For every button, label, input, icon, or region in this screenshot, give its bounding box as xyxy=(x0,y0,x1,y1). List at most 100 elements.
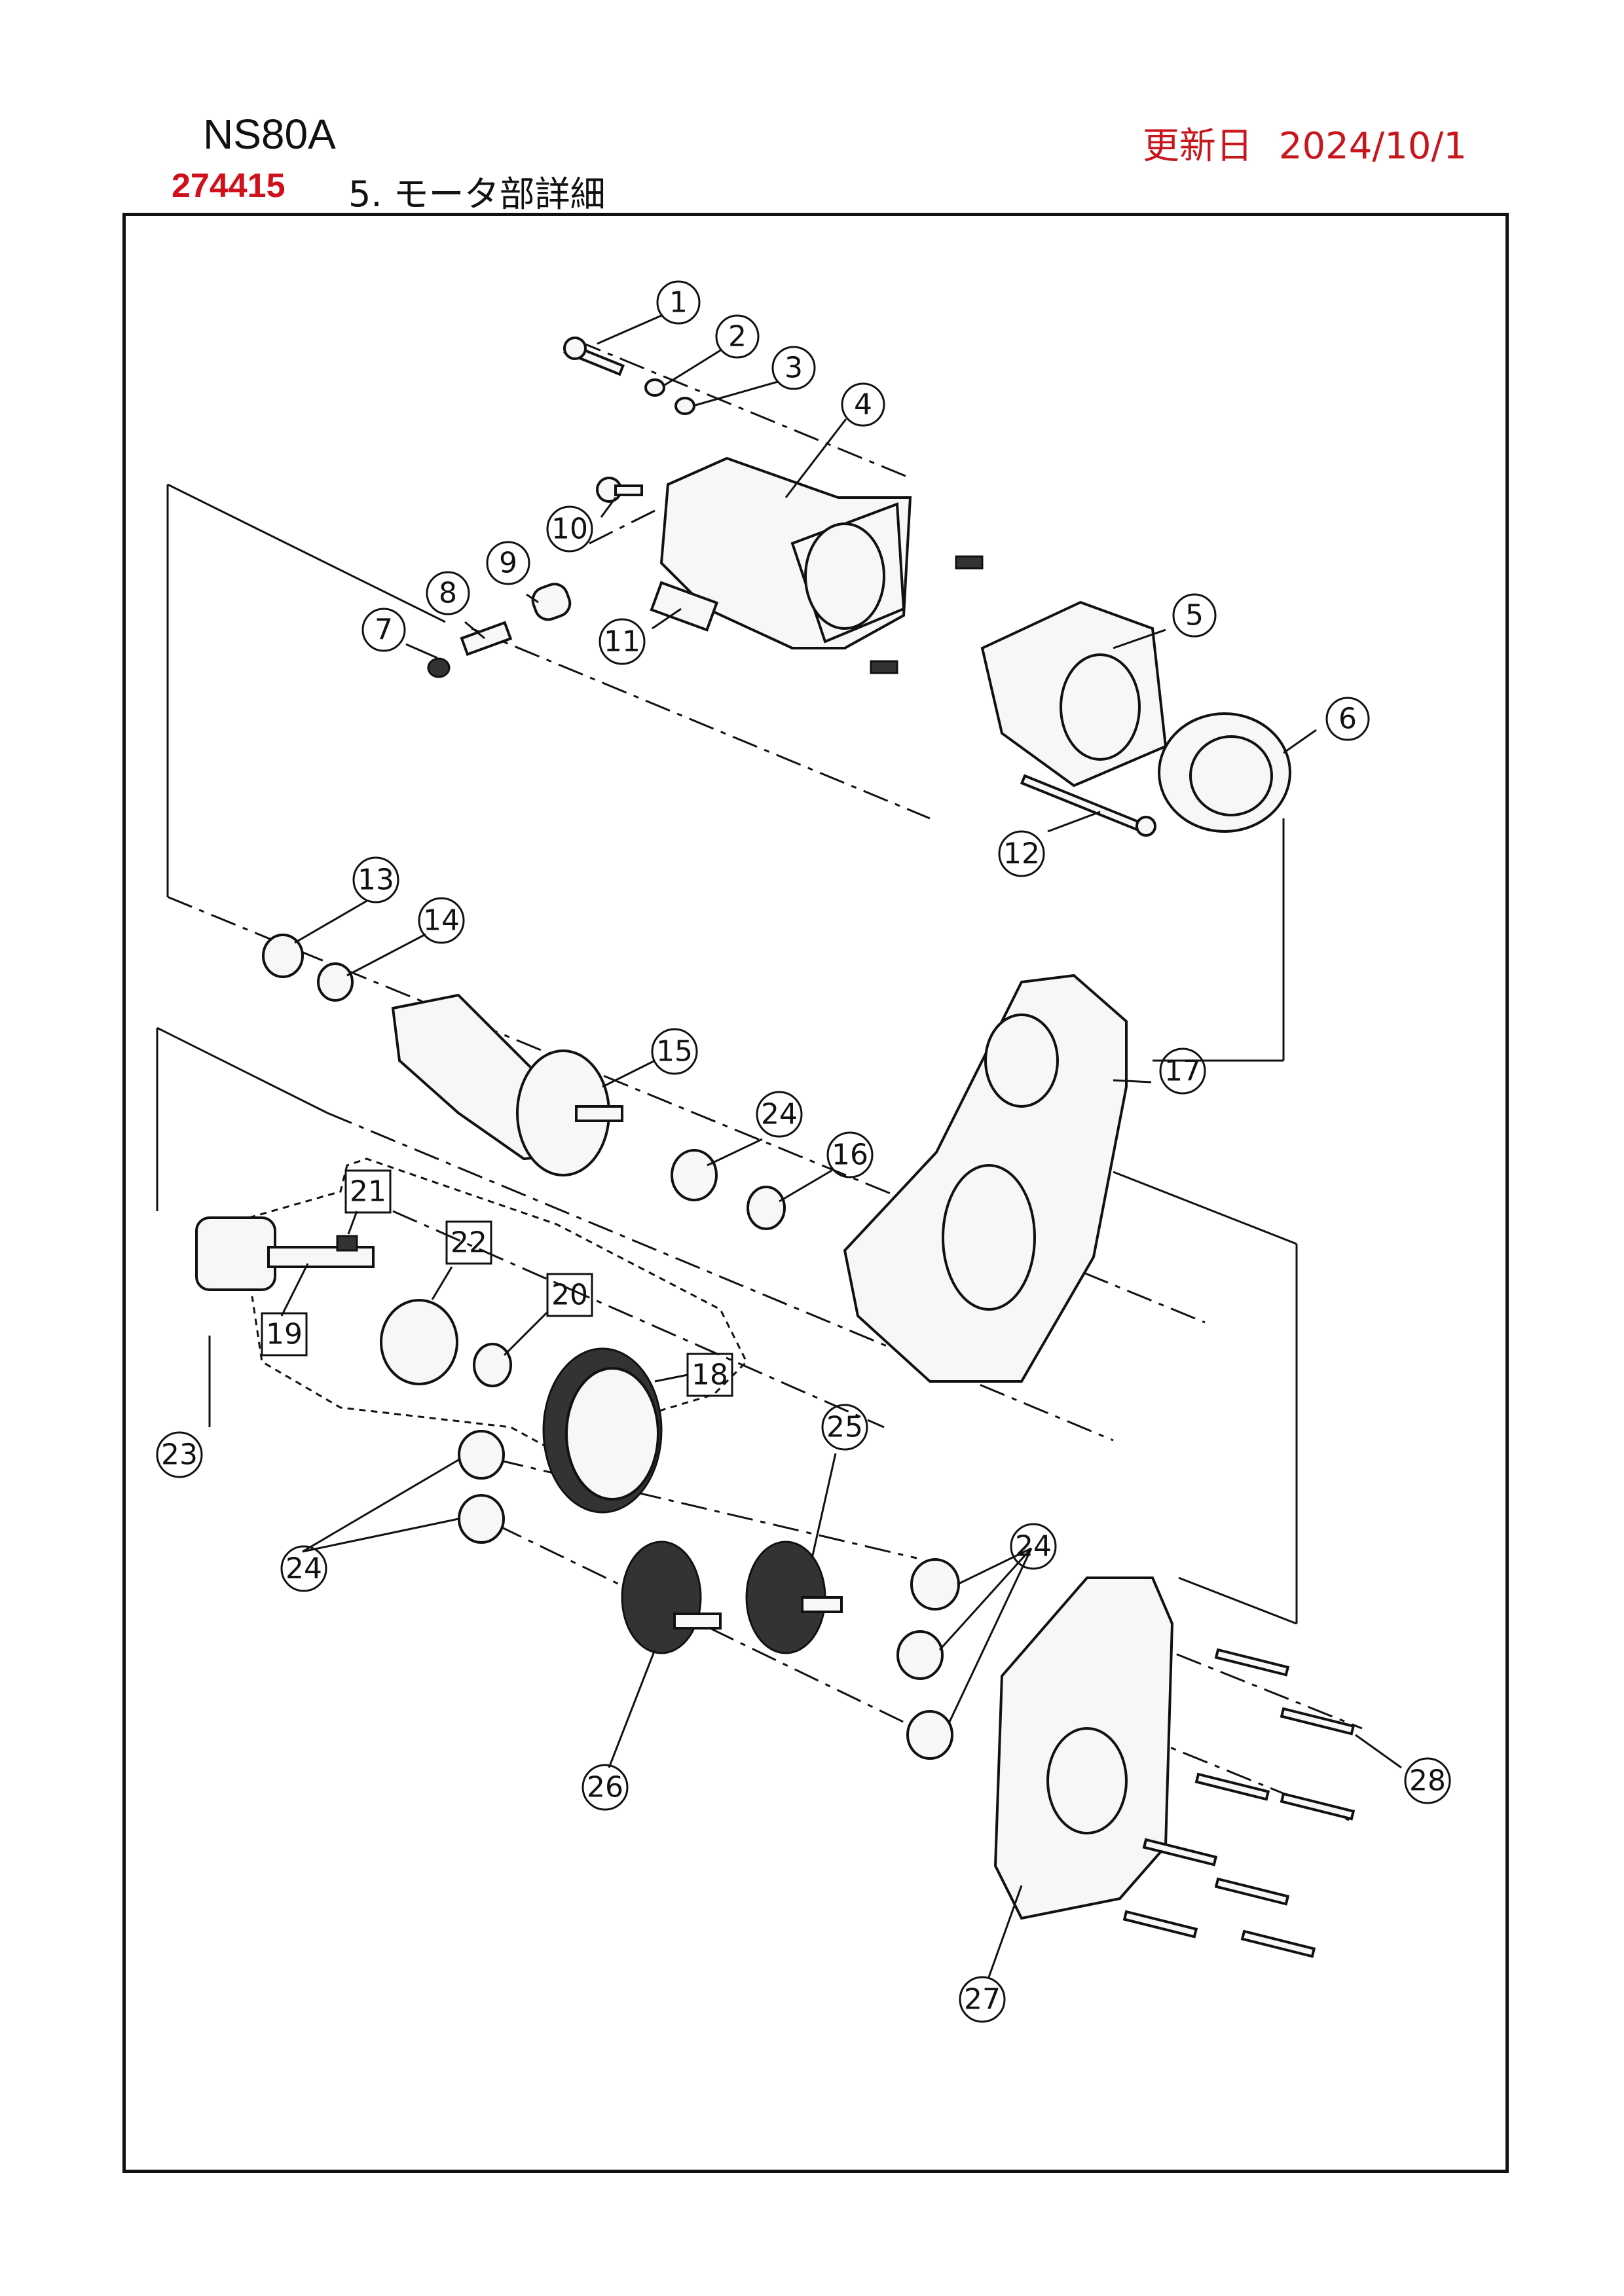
part-bearing-24-right-a xyxy=(910,1558,960,1611)
part-brush-holder-9 xyxy=(531,583,572,621)
callout-7-number: 7 xyxy=(375,613,393,647)
callout-8: 8 xyxy=(426,571,470,615)
callout-24a-number: 24 xyxy=(761,1098,798,1131)
callout-5-number: 5 xyxy=(1185,599,1204,632)
part-armature-15 xyxy=(391,993,623,1176)
callout-1-number: 1 xyxy=(669,286,688,319)
callout-16: 16 xyxy=(826,1131,874,1178)
callout-3: 3 xyxy=(771,346,816,390)
update-info: 更新日 2024/10/1 xyxy=(1143,117,1467,170)
callout-markers: 1 2 3 4 5 6 7 8 9 10 11 12 13 14 15 16 1… xyxy=(156,280,1451,2023)
callout-24b-number: 24 xyxy=(286,1552,322,1586)
part-washer-14 xyxy=(317,962,354,1002)
part-label-11 xyxy=(650,581,719,632)
part-o-ring-16 xyxy=(747,1186,786,1230)
callout-2: 2 xyxy=(715,314,760,359)
callout-10-number: 10 xyxy=(551,513,588,546)
callout-18-number: 18 xyxy=(692,1358,728,1392)
part-gear-housing-17 xyxy=(843,974,1128,1383)
part-bearing-22 xyxy=(380,1299,458,1385)
callout-6-number: 6 xyxy=(1338,702,1357,736)
callout-22-number: 22 xyxy=(451,1226,487,1260)
callout-17: 17 xyxy=(1159,1048,1206,1095)
callout-28: 28 xyxy=(1404,1757,1451,1804)
callout-12: 12 xyxy=(998,830,1045,877)
part-key-21 xyxy=(336,1235,358,1252)
part-bearing-13 xyxy=(262,934,304,978)
callout-20: 20 xyxy=(546,1273,593,1317)
part-bearing-24-left-a xyxy=(458,1430,505,1480)
callout-11: 11 xyxy=(599,618,646,665)
callout-27-number: 27 xyxy=(964,1983,1001,2016)
leader-lines xyxy=(208,314,1402,1978)
callout-3-number: 3 xyxy=(784,352,803,385)
part-gear-26 xyxy=(621,1540,722,1654)
callout-26-number: 26 xyxy=(587,1771,623,1804)
callout-15-number: 15 xyxy=(656,1035,693,1068)
callout-17-number: 17 xyxy=(1164,1055,1201,1088)
part-baffle-ring-6 xyxy=(1158,712,1291,833)
callout-1: 1 xyxy=(656,280,701,325)
callout-13: 13 xyxy=(352,856,399,903)
callout-9-number: 9 xyxy=(499,547,517,580)
callout-18: 18 xyxy=(686,1353,733,1397)
part-screw-12 xyxy=(1020,774,1156,837)
part-gear-25 xyxy=(745,1540,843,1654)
callout-19: 19 xyxy=(261,1312,308,1357)
callout-14: 14 xyxy=(418,897,465,944)
callout-4: 4 xyxy=(841,382,885,427)
part-bearing-24-right-c xyxy=(906,1710,953,1760)
callout-23-number: 23 xyxy=(161,1438,198,1472)
part-bearing-24-right-b xyxy=(896,1630,944,1680)
part-gear-18 xyxy=(542,1347,663,1514)
callout-11-number: 11 xyxy=(604,625,640,659)
callout-24-armature: 24 xyxy=(756,1091,803,1138)
callout-24c-number: 24 xyxy=(1015,1530,1052,1563)
callout-8-number: 8 xyxy=(439,577,457,610)
part-bearing-24-armature xyxy=(671,1149,718,1201)
callout-19-number: 19 xyxy=(266,1318,303,1351)
callout-24-left: 24 xyxy=(280,1545,327,1592)
callout-15: 15 xyxy=(651,1028,698,1075)
callout-21-number: 21 xyxy=(350,1175,386,1209)
part-pinion-19 xyxy=(195,1216,375,1291)
callout-14-number: 14 xyxy=(423,904,460,938)
part-motor-housing-4 xyxy=(659,456,912,649)
part-stator-5 xyxy=(870,555,1168,788)
callout-5: 5 xyxy=(1172,593,1217,638)
callout-24-right: 24 xyxy=(1010,1523,1057,1570)
part-bolt-10 xyxy=(596,477,643,503)
callout-7: 7 xyxy=(361,608,406,652)
callout-2-number: 2 xyxy=(728,320,747,354)
callout-26: 26 xyxy=(581,1764,629,1811)
callout-28-number: 28 xyxy=(1409,1764,1446,1798)
updated-label: 更新日 xyxy=(1142,125,1253,168)
section-title: 5. モータ部詳細 xyxy=(348,173,606,215)
part-washer-2 xyxy=(644,378,665,397)
callout-21: 21 xyxy=(344,1169,392,1214)
callout-25: 25 xyxy=(821,1404,868,1451)
callout-20-number: 20 xyxy=(551,1279,588,1312)
model-name: NS80A xyxy=(203,111,336,158)
part-sleeve-20 xyxy=(473,1343,512,1387)
part-screws-28 xyxy=(1122,1648,1356,1958)
updated-date: 2024/10/1 xyxy=(1278,125,1467,168)
callout-10: 10 xyxy=(546,505,593,553)
callout-22: 22 xyxy=(445,1220,492,1265)
part-washer-3 xyxy=(674,397,695,415)
callout-23: 23 xyxy=(156,1431,203,1478)
callout-16-number: 16 xyxy=(832,1139,868,1172)
callout-9: 9 xyxy=(486,541,530,585)
callout-4-number: 4 xyxy=(854,388,872,422)
callout-25-number: 25 xyxy=(826,1411,863,1444)
part-brush-8 xyxy=(460,621,513,656)
part-cap-7 xyxy=(427,657,451,678)
callout-13-number: 13 xyxy=(358,864,394,897)
part-bearing-24-left-b xyxy=(458,1494,505,1544)
part-screw-1 xyxy=(563,337,625,376)
diagram-frame xyxy=(122,213,1509,2173)
callout-27: 27 xyxy=(959,1976,1006,2023)
part-gear-cover-27 xyxy=(993,1576,1174,1920)
callout-12-number: 12 xyxy=(1003,837,1040,871)
